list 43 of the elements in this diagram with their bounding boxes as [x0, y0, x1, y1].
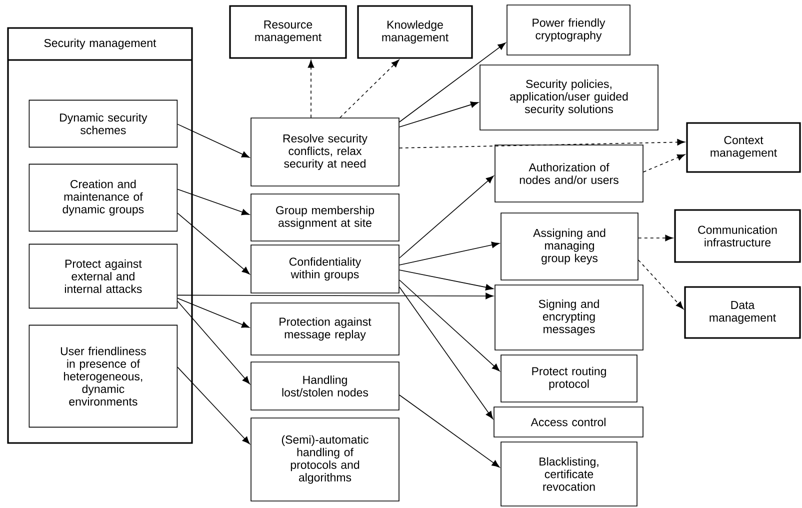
- process-box: Power friendly cryptography: [506, 4, 630, 56]
- process-box: Resolve security conflicts, relax security at need: [250, 118, 400, 186]
- process-box: Authorization of nodes and/or users: [494, 144, 644, 202]
- arrow: [399, 270, 494, 290]
- arrow: [177, 298, 250, 328]
- process-box: (Semi)-automatic handling of protocols and algorithms: [250, 418, 400, 502]
- process-box: Protection against message replay: [250, 302, 400, 356]
- arrow: [399, 394, 500, 468]
- arrow: [177, 366, 250, 444]
- process-box: Data management: [684, 286, 801, 339]
- arrow: [399, 286, 494, 420]
- arrow: [643, 154, 686, 172]
- arrow: [308, 60, 314, 118]
- process-box: Context management: [686, 122, 801, 173]
- process-box: Knowledge management: [357, 5, 473, 59]
- process-box: Group membership assignment at site: [250, 194, 400, 242]
- process-box: Dynamic security schemes: [28, 100, 178, 148]
- process-box: Protect against external and internal attacks: [28, 244, 178, 309]
- arrow: [177, 300, 250, 384]
- process-box: Communication infrastructure: [674, 209, 801, 263]
- arrow: [177, 292, 494, 300]
- arrow: [399, 242, 500, 266]
- arrow: [399, 102, 478, 128]
- process-box: Blacklisting, certificate revocation: [500, 442, 638, 506]
- process-box: Resource management: [229, 5, 347, 59]
- arrow: [177, 124, 250, 158]
- arrow: [399, 42, 506, 122]
- process-box: Confidentiality within groups: [250, 244, 400, 294]
- process-box: Security policies, application/user guided security solutions: [480, 64, 658, 130]
- arrow: [177, 188, 250, 216]
- process-box: Protect routing protocol: [500, 354, 638, 402]
- arrow: [340, 60, 400, 118]
- process-box: Signing and encrypting messages: [494, 284, 644, 350]
- arrow: [638, 260, 684, 310]
- process-box: Handling lost/stolen nodes: [250, 362, 400, 410]
- arrow: [638, 234, 674, 242]
- process-box: Assigning and managing group keys: [500, 212, 638, 280]
- process-box: Creation and maintenance of dynamic groups: [28, 164, 178, 232]
- arrow: [399, 176, 494, 258]
- process-box: Access control: [494, 406, 644, 438]
- arrow: [399, 280, 500, 372]
- arrow: [399, 138, 686, 148]
- process-box: User friendliness in presence of heterogeneous, dynamic environments: [28, 324, 178, 428]
